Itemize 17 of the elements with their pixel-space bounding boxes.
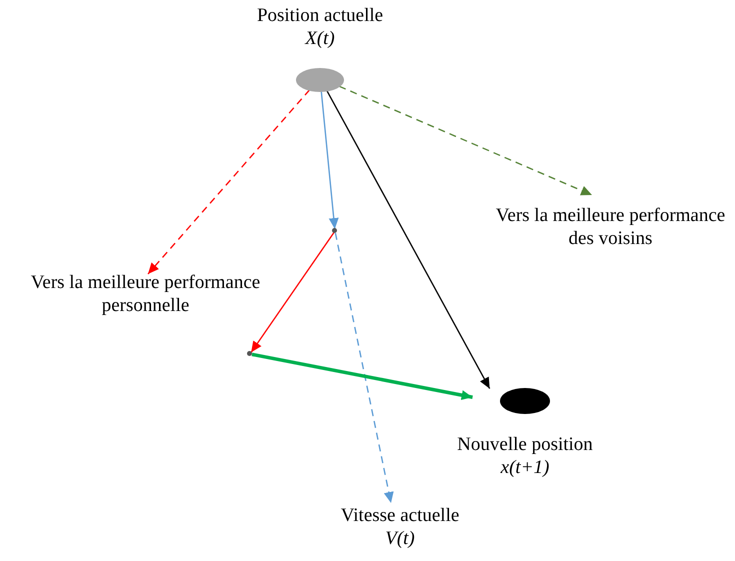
direction-label: Vers la meilleure performance des voisins — [488, 205, 733, 251]
dashed-arrow — [334, 232, 394, 504]
arrow — [326, 90, 490, 389]
arrow — [320, 90, 339, 230]
coordinate-label: V(t) — [385, 528, 415, 551]
velocity-label: Vitesse actuelle — [340, 505, 460, 528]
position-label: Nouvelle position — [457, 434, 593, 457]
arrow — [252, 352, 473, 400]
coordinate-label: X(t) — [305, 28, 335, 51]
dashed-arrow — [339, 86, 592, 196]
vector-tip-dot — [247, 351, 252, 356]
dashed-arrow — [148, 89, 310, 274]
coordinate-label: x(t+1) — [500, 456, 550, 480]
direction-label: Vers la meilleure performance personnelle — [28, 272, 263, 318]
position-label: Position actuelle — [256, 5, 384, 28]
vector-tip-dot — [332, 228, 337, 233]
arrow — [250, 232, 334, 353]
